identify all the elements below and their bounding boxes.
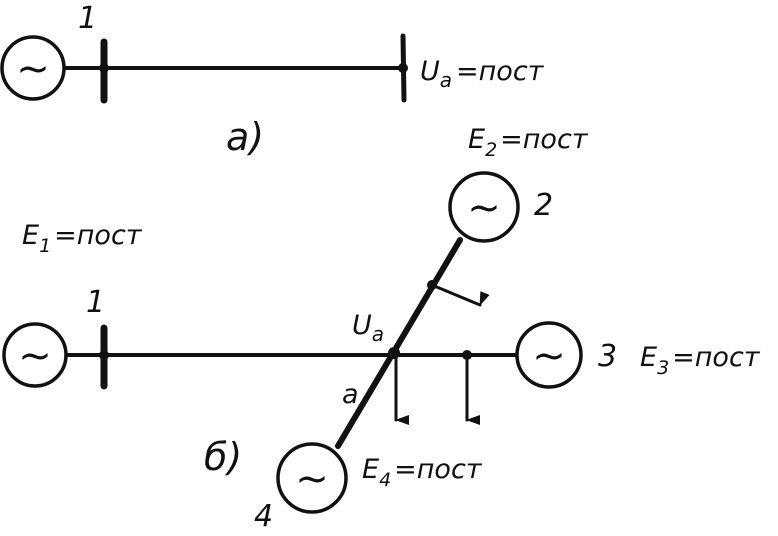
bus-voltage-a-label: Ua=пост <box>420 56 545 92</box>
emf-label-2-symbol: E <box>468 124 485 155</box>
load-arrow-diagonal <box>430 283 490 307</box>
node-a-name: a <box>342 379 359 410</box>
emf-label-4-subscript: 4 <box>379 469 391 491</box>
generator-b2-circle <box>448 171 520 243</box>
generator-b3-circle <box>515 321 583 389</box>
generator-b1-tilde-icon: ~ <box>18 333 52 379</box>
generator-b4-tilde-icon: ~ <box>295 456 329 502</box>
figure-a-caption: а) <box>226 115 264 159</box>
node-a <box>388 347 400 359</box>
emf-label-2-value: =пост <box>500 124 589 155</box>
bus-b1-node <box>99 350 109 360</box>
emf-label-3-subscript: 3 <box>657 357 669 379</box>
generator-a1: ~ <box>0 35 66 101</box>
generator-b1: ~ <box>2 322 68 388</box>
emf-label-4-value: =пост <box>394 454 483 485</box>
generator-b1-number: 1 <box>86 285 105 320</box>
generator-b2: ~ <box>448 171 520 243</box>
figure-b: ~ ~ ~ ~ 1 2 3 4 E1=пост E2=пост E3=пост <box>2 124 761 534</box>
emf-label-2-subscript: 2 <box>485 139 497 161</box>
emf-label-3-value: =пост <box>672 342 761 373</box>
emf-label-1: E1=пост <box>22 220 143 257</box>
generator-a1-number: 1 <box>78 1 97 36</box>
emf-label-3-symbol: E <box>640 342 657 373</box>
generator-b4-number: 4 <box>254 499 273 534</box>
generator-b3-number: 3 <box>598 339 617 374</box>
emf-label-1-value: =пост <box>54 220 143 251</box>
emf-label-1-subscript: 1 <box>39 235 51 257</box>
generator-b3: ~ <box>515 321 583 389</box>
emf-label-4: E4=пост <box>362 454 483 491</box>
generator-b2-tilde-icon: ~ <box>467 185 501 231</box>
generator-b4-circle <box>276 442 348 514</box>
node-a-voltage-label: Ua <box>352 310 384 346</box>
figure-b-caption: б) <box>204 435 242 479</box>
bus-voltage-a-subscript: a <box>440 68 452 92</box>
bus-voltage-a-symbol: U <box>420 56 440 87</box>
emf-label-4-symbol: E <box>362 454 379 485</box>
emf-label-1-symbol: E <box>22 220 39 251</box>
emf-label-3: E3=пост <box>640 342 761 379</box>
bus-voltage-a-value: =пост <box>456 56 545 87</box>
generator-a1-tilde-icon: ~ <box>16 46 50 92</box>
emf-label-2: E2=пост <box>468 124 589 161</box>
figure-a: ~ 1 Ua=пост а) <box>0 1 545 159</box>
line-b-diagonal <box>335 237 463 449</box>
generator-b2-number: 2 <box>534 188 553 223</box>
node-a-voltage-symbol: U <box>352 310 372 341</box>
bus-a1-node <box>99 63 109 73</box>
generator-b3-tilde-icon: ~ <box>532 333 566 379</box>
generator-b1-circle <box>2 322 68 388</box>
generator-b4: ~ <box>276 442 348 514</box>
bus-a-infinite-node <box>398 63 408 73</box>
generator-a1-circle <box>0 35 66 101</box>
node-a-voltage-subscript: a <box>372 322 384 346</box>
